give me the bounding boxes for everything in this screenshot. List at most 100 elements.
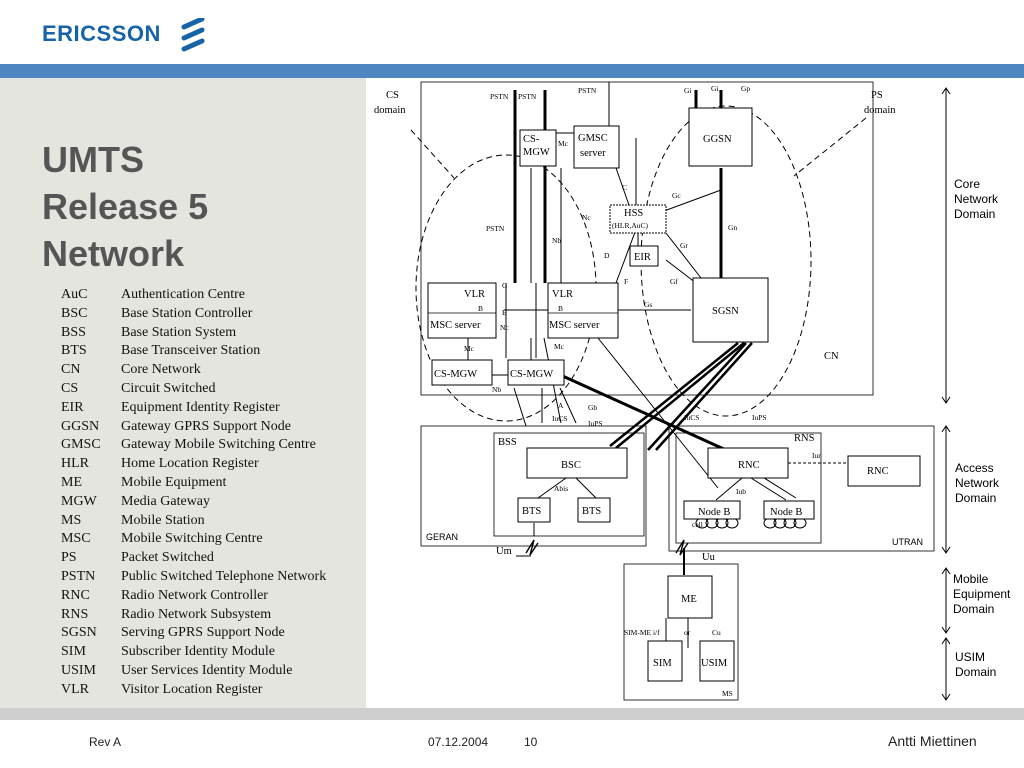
mobile-domain-label-1: Mobile [953,572,989,586]
glossary-abbreviation: PSTN [61,568,96,584]
me-label: ME [681,594,697,605]
glossary-definition: Mobile Equipment [121,474,227,490]
mobile-domain-label-3: Domain [953,602,994,616]
glossary-definition: Mobile Switching Centre [121,531,263,547]
glossary-abbreviation: CN [61,362,81,378]
if-d: D [604,251,610,260]
cn-label: CN [824,351,839,362]
glossary-definition: Base Station Controller [121,305,253,321]
eir-label: EIR [634,252,651,263]
if-um: Um [496,546,512,557]
gmsc-label-2: server [580,148,606,159]
glossary-definition: Visitor Location Register [121,681,263,697]
cn-box [420,81,874,396]
logo-text: ERICSSON [42,21,161,46]
header-band [0,64,1024,78]
rnc-remote-box [847,455,921,487]
if-c: C [622,183,627,192]
bss-label: BSS [498,437,517,448]
slide-title: UMTS Release 5 Network [42,136,208,277]
cs-domain-label-1: CS [386,90,399,101]
if-gn: Gn [728,223,737,232]
if-iups-right: IuPS [752,413,767,422]
if-mc-left: Mc [464,344,475,353]
glossary-definition: Media Gateway [121,493,211,509]
if-g: G [502,281,508,290]
me-box [667,575,713,619]
bsc-box [526,447,628,479]
glossary-abbreviation: RNS [61,606,89,622]
glossary-definition: Radio Network Subsystem [121,606,272,622]
usim-label: USIM [701,658,728,669]
ps-domain-label-1: PS [871,90,883,101]
bts-right-label: BTS [582,506,601,517]
if-cu: Cu [712,628,721,637]
glossary-definition: Serving GPRS Support Node [121,625,285,641]
node-b-left-label: Node B [698,507,730,518]
core-domain-label-2: Network [954,192,999,206]
hss-label-2: (HLR,AuC) [612,221,649,230]
if-mc-top: Mc [558,139,569,148]
ps-domain-label-2: domain [864,105,896,116]
if-pstn-3: PSTN [578,86,597,95]
if-iur: Iur [812,451,821,460]
glossary-definition: Equipment Identity Register [121,399,280,415]
cs-mgw-top-label-1: CS- [523,134,540,145]
hss-label-1: HSS [624,208,643,219]
if-a: A [558,401,564,410]
glossary-definition: User Services Identity Module [121,662,293,678]
ggsn-box [688,107,753,167]
if-gr: Gr [680,241,688,250]
if-pstn-4: PSTN [486,224,505,233]
cs-domain-label-2: domain [374,105,406,116]
sim-label: SIM [653,658,672,669]
glossary-definition: Subscriber Identity Module [121,644,275,660]
vlr-right-label: VLR [552,289,573,300]
access-domain-label-1: Access [955,461,994,475]
glossary-abbreviation: AuC [61,287,88,302]
if-pstn-1: PSTN [490,92,509,101]
vlr-left-label: VLR [464,289,485,300]
ms-box [623,563,739,701]
bts-right-box [577,497,611,523]
if-e: E [502,308,507,317]
if-iucs: IuCS [552,414,567,423]
bsc-label: BSC [561,460,581,471]
node-b-right-box [763,500,815,520]
glossary-definition: Home Location Register [121,456,259,472]
glossary-abbreviation: GMSC [61,437,101,453]
cs-mgw-left-box [431,359,493,386]
umts-network-diagram: CS domain PS domain CS- MGW GMSC server … [374,81,1011,701]
ms-label: MS [722,689,733,698]
bts-left-box [517,497,551,523]
sgsn-label: SGSN [712,306,739,317]
glossary-abbreviation: HLR [61,456,89,472]
hss-box [609,204,667,234]
if-abis: Abis [554,484,568,493]
if-sim-me: SIM-ME i/f [624,628,660,637]
glossary-abbreviation: ME [61,474,82,490]
utran-box [668,425,935,552]
if-nb-top: Nb [552,236,561,245]
footer-band [0,708,1024,720]
footer-page-number: 10 [524,735,538,749]
core-domain-label-3: Domain [954,207,995,221]
glossary-abbreviation: BTS [61,343,87,359]
left-panel [0,78,366,708]
utran-label: UTRAN [892,537,923,547]
gmsc-server-box [573,125,620,169]
glossary-abbreviation: USIM [61,662,97,678]
if-mc-right: Mc [554,342,565,351]
cs-mgw-top-label-2: MGW [523,147,550,158]
glossary-definition: Mobile Station [121,512,205,528]
eir-box [629,245,659,267]
cs-mgw-right-label: CS-MGW [510,369,553,380]
glossary-definition: Core Network [121,362,201,378]
if-b-left: B [478,304,483,313]
if-gf: Gf [670,277,678,286]
glossary-abbreviation: SIM [61,644,86,660]
glossary-definition: Public Switched Telephone Network [121,568,327,584]
rns-label: RNS [794,433,815,444]
mobile-domain-label-2: Equipment [953,587,1011,601]
sim-box [647,640,683,682]
